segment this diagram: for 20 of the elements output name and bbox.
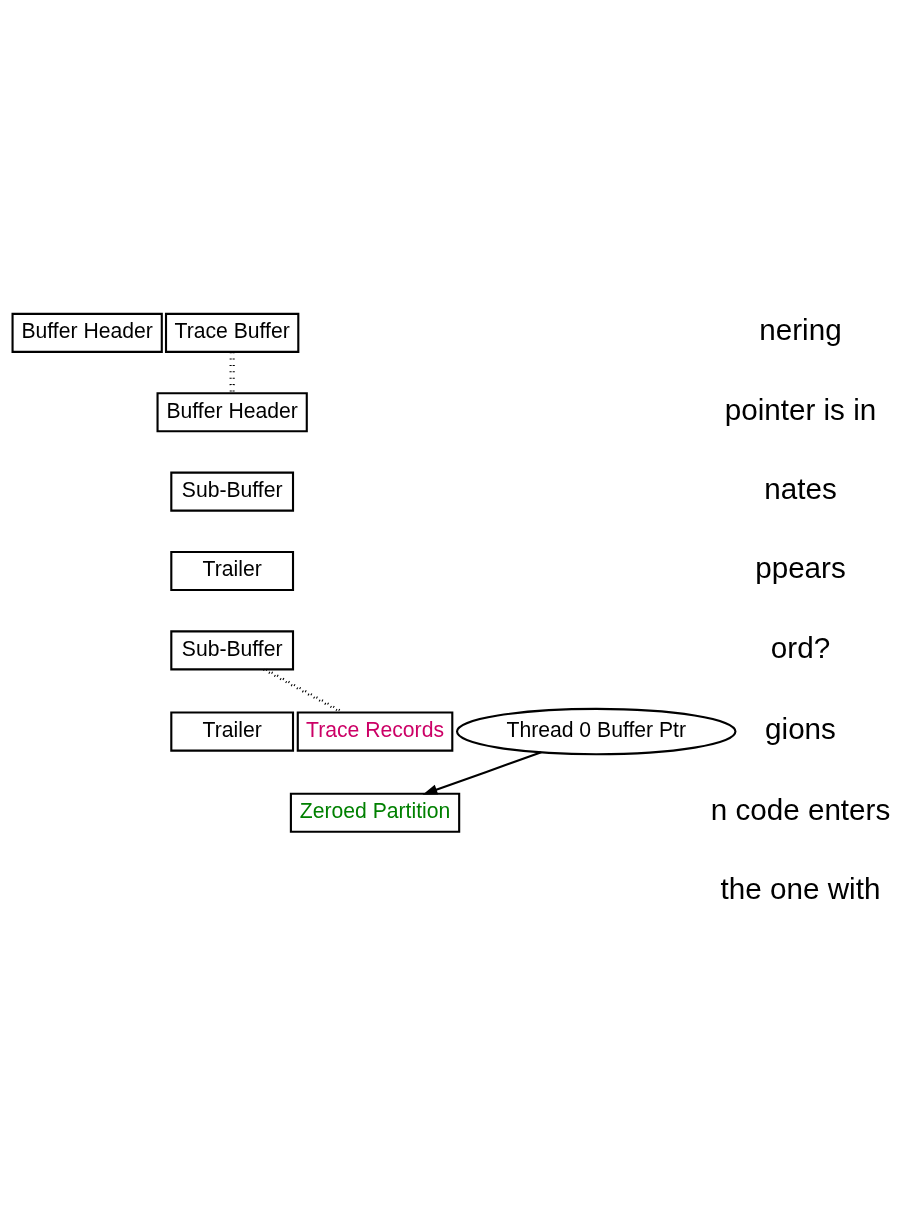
node-box: Trailer — [170, 711, 295, 752]
connector — [232, 352, 235, 394]
node-box: Trace Records — [296, 711, 454, 752]
node-box: Zeroed Partition — [289, 792, 461, 833]
label: nates — [764, 471, 837, 505]
node-ellipse: Thread 0 Buffer Ptr — [455, 707, 737, 756]
node-box: Trace Buffer — [164, 312, 300, 353]
arrow — [422, 751, 542, 795]
label: nering — [759, 313, 842, 347]
node-box: Sub-Buffer — [170, 630, 295, 671]
node-box: Buffer Header — [156, 392, 308, 433]
label: pointer is in — [724, 392, 877, 426]
label: the one with — [720, 872, 881, 906]
node-box: Sub-Buffer — [170, 471, 295, 512]
node-box: Trailer — [170, 550, 295, 592]
label: gions — [765, 711, 836, 745]
label: ppears — [755, 551, 846, 585]
node-box: Buffer Header — [11, 312, 163, 353]
label: ord? — [770, 630, 831, 664]
label: n code enters — [710, 793, 891, 827]
